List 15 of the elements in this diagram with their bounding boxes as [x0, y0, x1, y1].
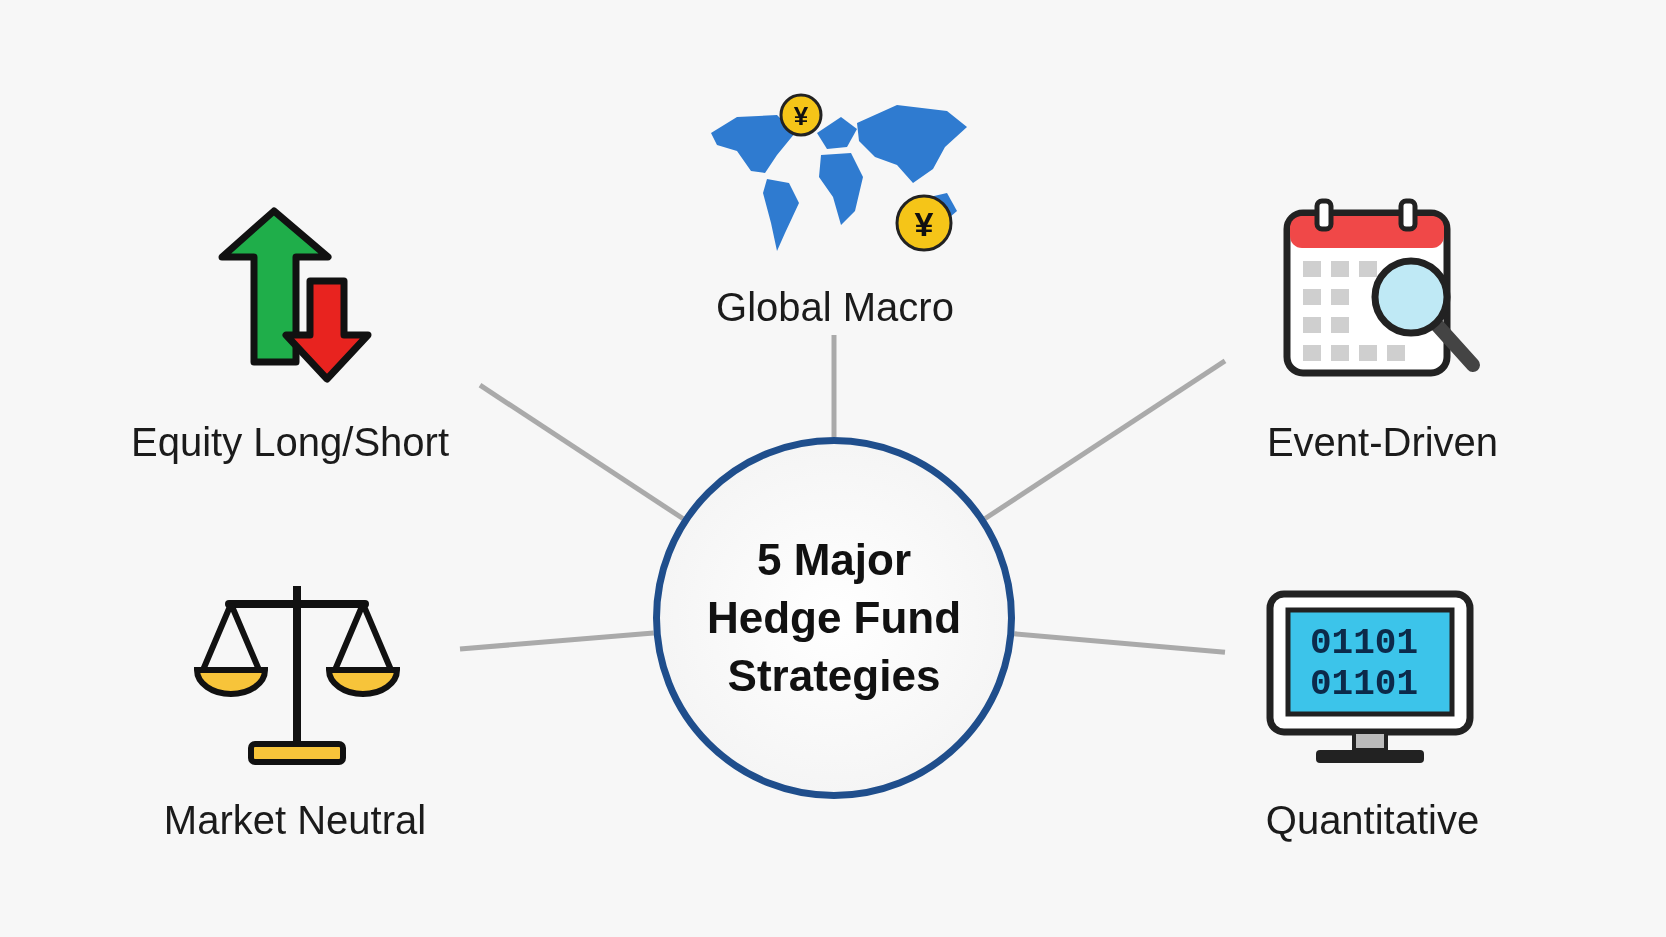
strategy-label: Quantitative — [1264, 797, 1481, 843]
currency-symbol: ¥ — [793, 103, 809, 129]
connector-line — [1014, 631, 1226, 655]
hub-circle: 5 Major Hedge Fund Strategies — [653, 437, 1015, 799]
strategy-label: Global Macro — [715, 284, 955, 330]
connector-line — [983, 358, 1227, 521]
binary-digits: 01101 — [1310, 626, 1418, 662]
binary-digits: 01101 — [1310, 667, 1418, 703]
connector-line — [478, 383, 685, 521]
currency-symbol: ¥ — [914, 207, 934, 241]
strategy-label: Equity Long/Short — [130, 419, 450, 465]
connector-line — [831, 335, 837, 437]
connector-line — [459, 630, 654, 652]
strategy-label: Market Neutral — [162, 797, 428, 843]
strategy-label: Event-Driven — [1265, 419, 1500, 465]
